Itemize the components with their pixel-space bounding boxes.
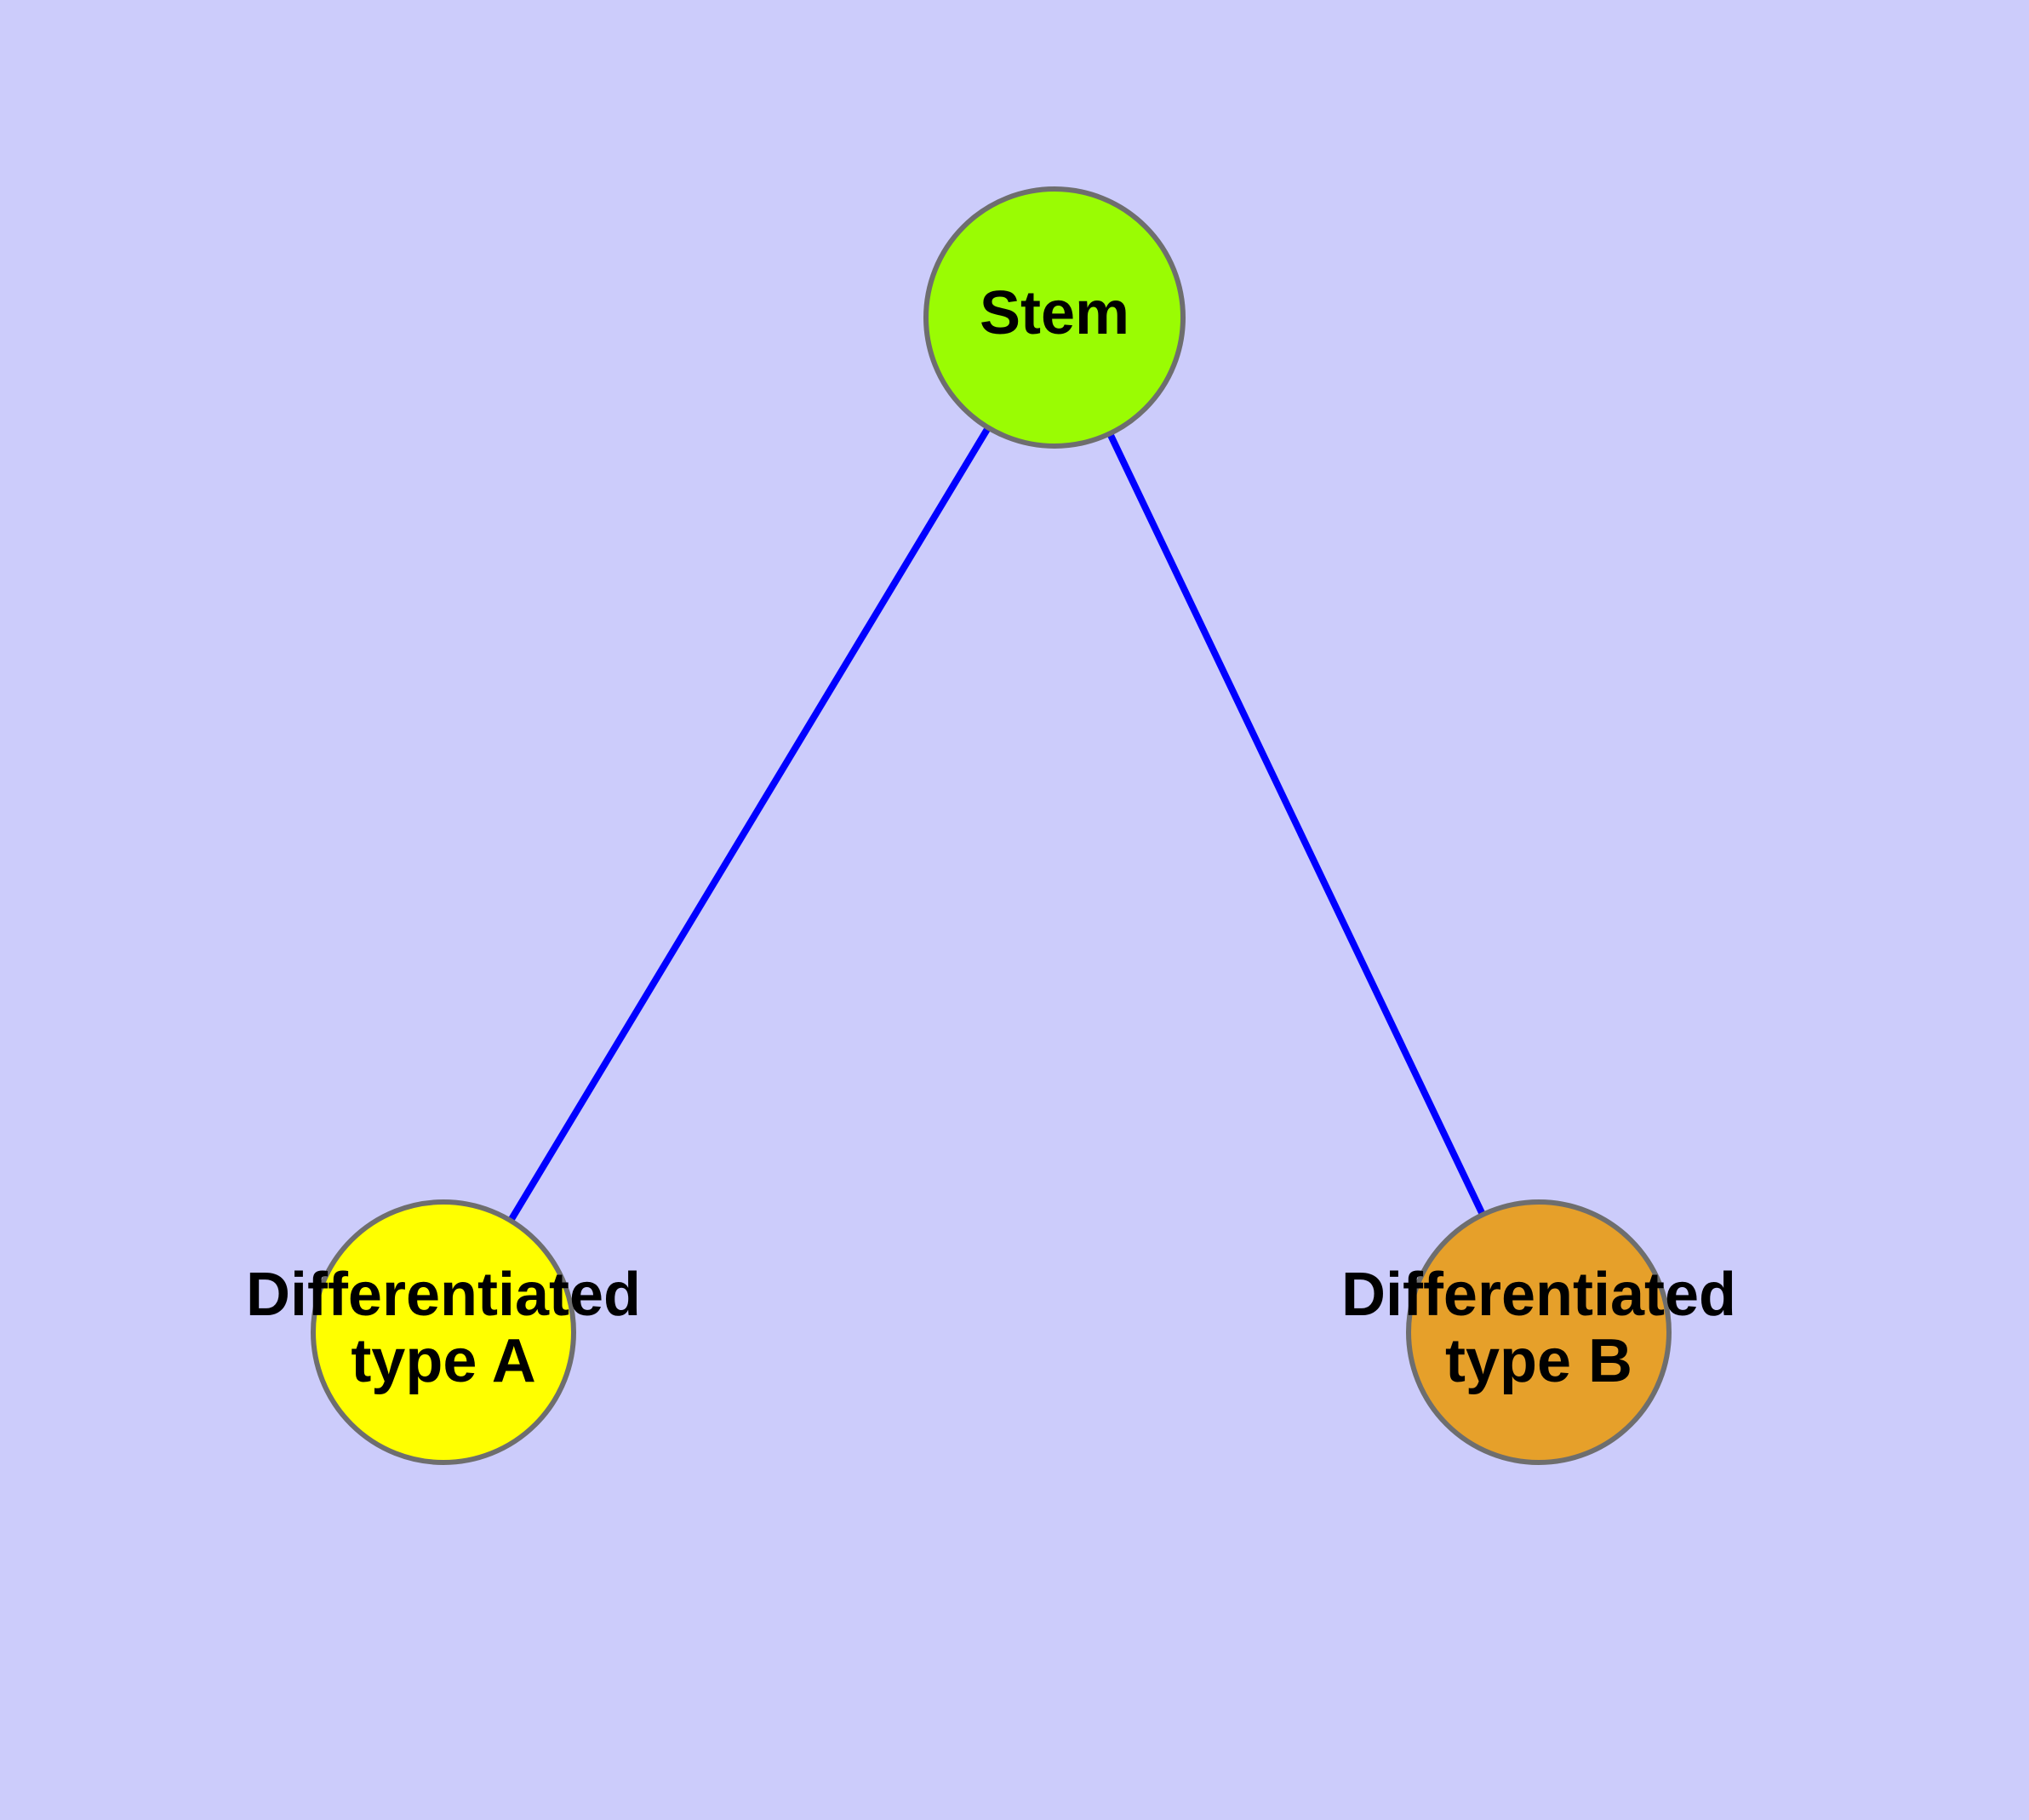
graph-edge-stem-to-a[interactable] — [440, 315, 1058, 1335]
node-label-line: Differentiated — [246, 1261, 641, 1329]
graph-node-diff-type-a[interactable] — [311, 1199, 576, 1465]
graph-node-label-stem: Stem — [980, 279, 1129, 347]
node-label-line: Differentiated — [1341, 1261, 1736, 1329]
node-layer — [311, 186, 1672, 1465]
graph-edge-stem-to-b[interactable] — [1051, 316, 1542, 1334]
edge-layer — [440, 315, 1542, 1335]
node-label-line: type A — [351, 1327, 535, 1395]
node-label-line: type B — [1445, 1327, 1632, 1395]
graph-node-diff-type-b[interactable] — [1406, 1199, 1672, 1465]
node-label-line: Stem — [980, 279, 1129, 347]
graph-node-stem[interactable] — [923, 186, 1186, 449]
